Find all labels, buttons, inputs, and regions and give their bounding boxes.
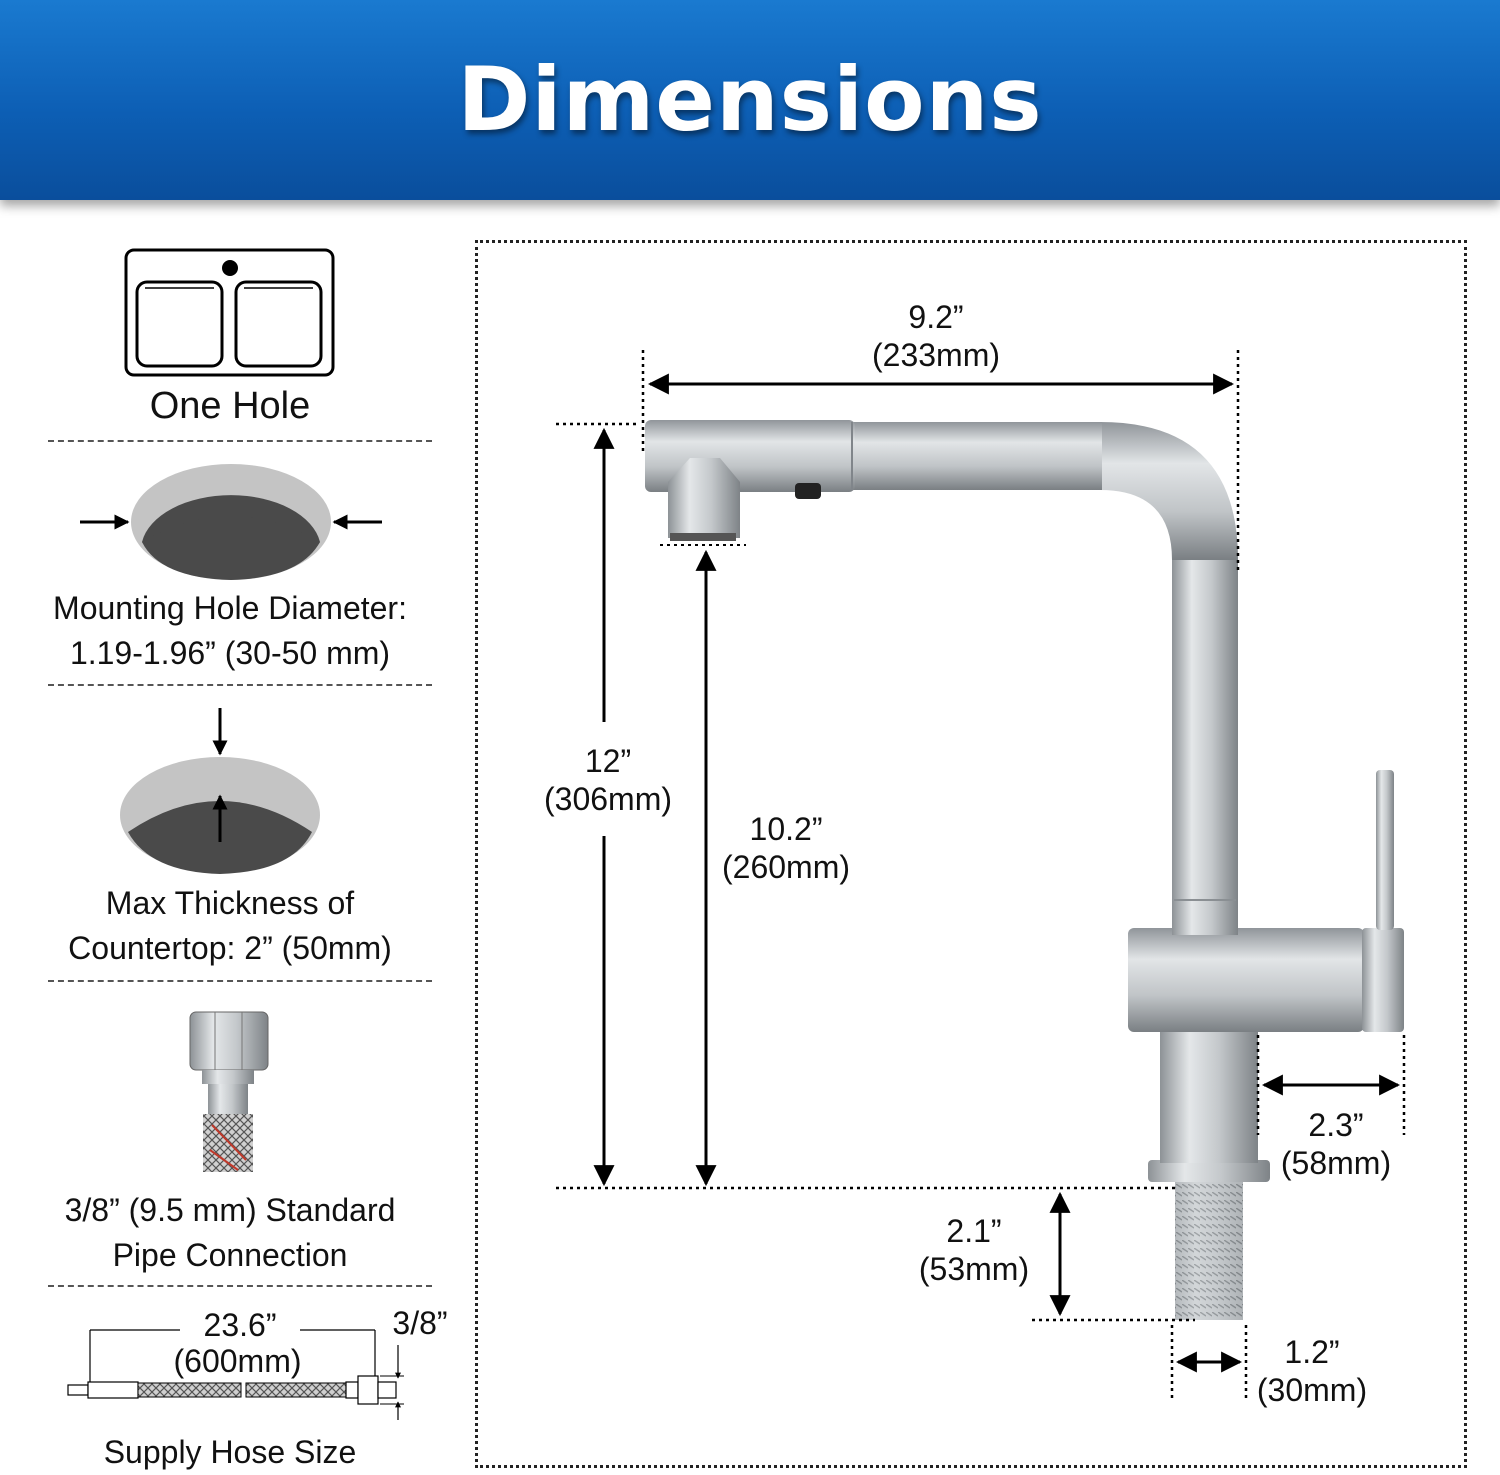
supply-hose-caption: Supply Hose Size: [103, 1434, 357, 1470]
separator: [48, 980, 432, 982]
separator: [48, 440, 432, 442]
mounting-hole-label-2: 1.19-1.96” (30-50 mm): [69, 635, 391, 671]
separator: [48, 684, 432, 686]
spout-reach-mm: (233mm): [871, 337, 1000, 373]
spout-height-mm: (260mm): [721, 849, 850, 885]
faucet-illustration: [645, 420, 1404, 1320]
handle-width-mm: (58mm): [1280, 1145, 1392, 1181]
one-hole-label: One Hole: [149, 385, 311, 427]
mounting-hole-label-1: Mounting Hole Diameter:: [53, 590, 407, 626]
hose-length-mm: (600mm): [173, 1343, 302, 1379]
supply-hose-icon: [67, 1329, 404, 1420]
mounting-hole-icon: [80, 464, 382, 580]
handle-width-in: 2.3”: [1308, 1107, 1364, 1143]
separator: [48, 1285, 432, 1287]
page-title: Dimensions: [457, 48, 1043, 151]
shank-length-mm: (53mm): [918, 1251, 1030, 1287]
countertop-label-2: Countertop: 2” (50mm): [68, 930, 392, 966]
spout-height-in: 10.2”: [749, 811, 823, 847]
sink-icon: [124, 248, 335, 377]
total-height-in: 12”: [584, 743, 632, 779]
hose-fitting-size: 3/8”: [392, 1305, 448, 1341]
shank-length-in: 2.1”: [946, 1213, 1002, 1249]
pipe-label-2: Pipe Connection: [112, 1237, 348, 1273]
diagram-frame: [475, 240, 1467, 1468]
spout-reach-in: 9.2”: [908, 299, 964, 335]
header-banner: Dimensions: [0, 0, 1500, 200]
dimension-lines: [556, 350, 1406, 1400]
hose-length-in: 23.6”: [180, 1306, 300, 1344]
shank-diameter-in: 1.2”: [1284, 1334, 1340, 1370]
shank-diameter-mm: (30mm): [1256, 1372, 1368, 1408]
total-height-mm: (306mm): [543, 781, 672, 817]
pipe-connector-icon: [189, 1011, 269, 1172]
countertop-label-1: Max Thickness of: [105, 885, 355, 921]
countertop-thickness-icon: [120, 708, 320, 874]
pipe-label-1: 3/8” (9.5 mm) Standard: [64, 1192, 396, 1228]
